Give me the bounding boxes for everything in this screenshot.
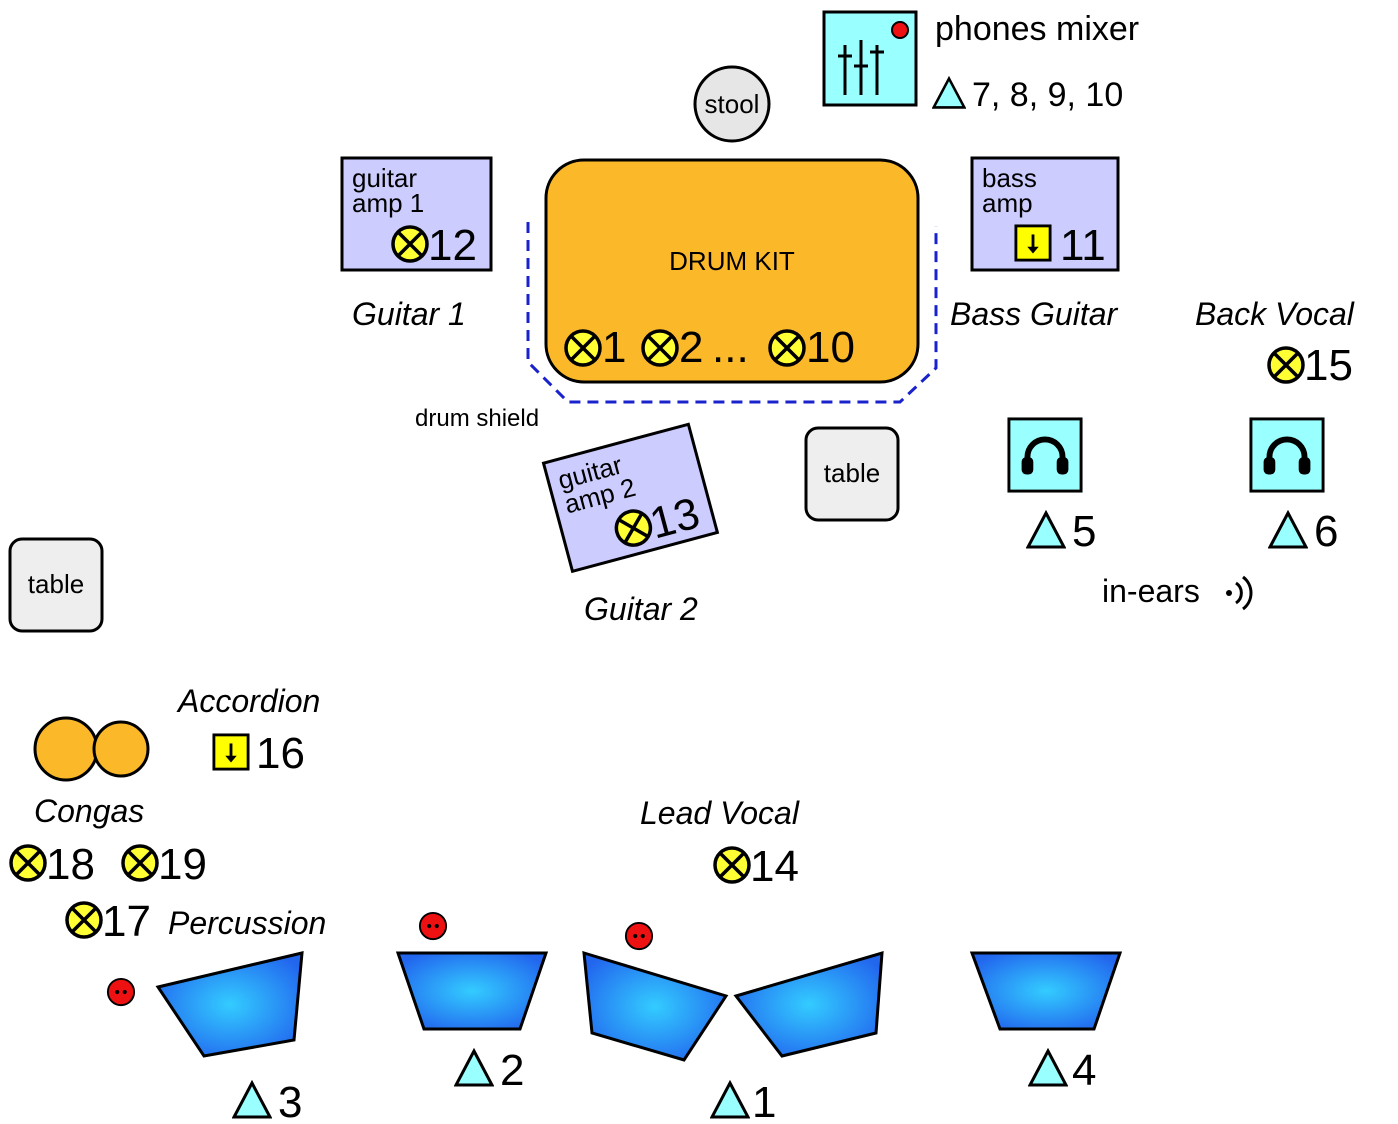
power-outlet-icon <box>624 921 654 951</box>
mic-symbol-icon <box>9 844 47 882</box>
di-box-icon <box>1014 224 1052 262</box>
monitor-triangle-icon <box>1268 511 1308 549</box>
wedge-monitor-3[interactable] <box>155 951 304 1058</box>
guitar-2-player: Guitar 2 <box>584 591 698 627</box>
percussion-player: Percussion <box>168 905 326 941</box>
mic-symbol-icon <box>391 225 429 263</box>
bass-amp-line2: amp <box>982 188 1033 218</box>
accordion-channel: 16 <box>256 729 305 778</box>
mic-symbol-icon <box>564 329 602 367</box>
phones-mixer-title: phones mixer <box>935 10 1139 48</box>
mic-symbol-icon <box>641 329 679 367</box>
table-left[interactable] <box>8 537 104 633</box>
conga-drum-right[interactable] <box>92 720 150 778</box>
bass-amp-channel: 11 <box>1060 221 1106 270</box>
guitar-amp-1-line2: amp 1 <box>352 188 424 218</box>
back-vocal-channel: 15 <box>1304 341 1353 390</box>
conga-drum-left[interactable] <box>33 716 99 782</box>
monitor-triangle-icon <box>232 1081 272 1119</box>
wedge-monitor-2[interactable] <box>395 951 549 1031</box>
mic-symbol-icon <box>713 846 751 884</box>
in-ears-monitor-5: 5 <box>1072 507 1096 556</box>
drum-mic-2: 2 <box>679 323 703 372</box>
drum-mic-10: 10 <box>806 323 855 372</box>
mic-symbol-icon <box>121 844 159 882</box>
phones-mixer-channels: 7, 8, 9, 10 <box>972 76 1123 114</box>
wedge-monitor-1-right[interactable] <box>733 950 884 1058</box>
mic-symbol-icon <box>768 329 806 367</box>
drum-kit[interactable] <box>544 158 920 384</box>
monitor-triangle-icon <box>1026 511 1066 549</box>
in-ears-monitor-6: 6 <box>1314 507 1338 556</box>
stool[interactable] <box>693 65 771 143</box>
guitar-amp-2-body <box>541 422 720 574</box>
table-left-label: table <box>28 569 84 599</box>
guitar-amp-1-channel: 12 <box>428 221 477 270</box>
mixer-faders <box>838 40 884 95</box>
wedge-monitor-1-left[interactable] <box>582 950 729 1062</box>
di-box-icon <box>212 733 250 771</box>
wedge-monitor-4[interactable] <box>969 951 1123 1031</box>
headphones-icon[interactable] <box>1251 419 1323 491</box>
drum-kit-label: DRUM KIT <box>669 246 795 276</box>
drum-mic-ellipsis: ... <box>712 323 749 372</box>
wedge-label-4: 4 <box>1072 1046 1096 1095</box>
guitar-amp-1-line1: guitar <box>352 163 417 193</box>
phones-mixer[interactable] <box>822 10 918 107</box>
guitar-amp-2[interactable]: guitar amp 2 13 <box>541 422 720 574</box>
power-outlet-icon <box>106 977 136 1007</box>
percussion-channel: 17 <box>102 897 151 946</box>
table-center[interactable] <box>804 426 900 522</box>
drum-shield <box>526 222 938 404</box>
accordion-player: Accordion <box>176 683 320 719</box>
monitor-triangle-icon <box>710 1081 750 1119</box>
wedge-label-1: 1 <box>752 1078 776 1124</box>
headphones-icon[interactable] <box>1009 419 1081 491</box>
drum-shield-label: drum shield <box>415 405 539 432</box>
mic-symbol-icon <box>1267 346 1305 384</box>
congas-channel-19: 19 <box>158 840 207 889</box>
in-ears-label: in-ears <box>1102 573 1200 609</box>
monitor-triangle-icon <box>1028 1049 1068 1087</box>
monitor-triangle-icon <box>932 77 966 109</box>
bass-amp-line1: bass <box>982 163 1037 193</box>
power-outlet-icon <box>418 911 448 941</box>
guitar-1-player: Guitar 1 <box>352 296 466 332</box>
monitor-triangle-icon <box>454 1049 494 1087</box>
lead-vocal-channel: 14 <box>750 842 799 891</box>
wedge-label-3: 3 <box>278 1078 302 1124</box>
mixer-led-icon <box>891 21 909 39</box>
bass-guitar-player: Bass Guitar <box>950 296 1119 332</box>
wedge-label-2: 2 <box>500 1046 524 1095</box>
congas-player: Congas <box>34 793 144 829</box>
mic-symbol-icon <box>65 901 103 939</box>
drum-mic-1: 1 <box>602 323 626 372</box>
wireless-signal-icon <box>1226 575 1253 611</box>
stool-label: stool <box>705 89 760 119</box>
back-vocal-player: Back Vocal <box>1195 296 1355 332</box>
table-center-label: table <box>824 458 880 488</box>
lead-vocal-player: Lead Vocal <box>640 795 800 831</box>
congas-channel-18: 18 <box>46 840 95 889</box>
